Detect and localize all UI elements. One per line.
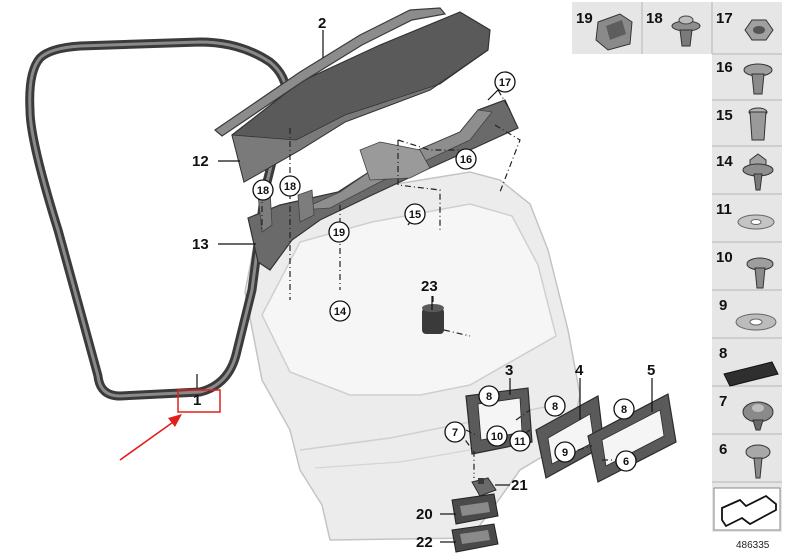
- svg-text:6: 6: [623, 456, 629, 468]
- flange-screw-icon: [746, 257, 774, 289]
- callout-13: 13: [192, 236, 209, 253]
- callout-20: 20: [416, 506, 433, 523]
- highlight-arrow-shaft: [119, 419, 177, 461]
- expanding-clip-icon: [671, 15, 701, 47]
- svg-text:18: 18: [257, 185, 269, 197]
- callout-3: 3: [505, 362, 513, 379]
- clip-nut-icon: [595, 13, 633, 51]
- callout-1: 1: [193, 392, 201, 409]
- panel-label-19: 19: [576, 10, 593, 27]
- panel-label-10: 10: [716, 249, 733, 266]
- highlight-arrowhead: [168, 414, 182, 427]
- circled-callout-8-c: 8: [613, 398, 635, 420]
- svg-text:10: 10: [491, 431, 503, 443]
- highlight-box: [177, 389, 221, 413]
- circled-callout-6: 6: [615, 450, 637, 472]
- callout-12: 12: [192, 153, 209, 170]
- foam-pad-icon: [723, 361, 779, 387]
- callout-labels: 2 12 13 1 23 3 4 5 21 20 22: [192, 15, 655, 551]
- svg-text:15: 15: [409, 209, 421, 221]
- torx-screw-icon: [743, 63, 773, 95]
- callout-5: 5: [647, 362, 655, 379]
- bracket-symbol-icon: [713, 487, 781, 531]
- svg-text:11: 11: [514, 436, 526, 448]
- seal-gasket: [25, 37, 292, 401]
- callout-22: 22: [416, 534, 433, 551]
- fastener-panel-column: [712, 54, 782, 532]
- washer-icon: [737, 214, 775, 230]
- panel-label-14: 14: [716, 153, 733, 170]
- panel-label-9: 9: [719, 297, 727, 314]
- guide-lines: [261, 89, 616, 478]
- callout-2: 2: [318, 15, 326, 32]
- hex-nut-icon: [744, 19, 774, 41]
- panel-label-15: 15: [716, 107, 733, 124]
- panel-label-18: 18: [646, 10, 663, 27]
- svg-text:14: 14: [334, 306, 347, 318]
- circled-callout-9: 9: [554, 441, 576, 463]
- svg-text:18: 18: [284, 181, 296, 193]
- svg-text:17: 17: [499, 77, 511, 89]
- svg-text:8: 8: [552, 401, 558, 413]
- callout-4: 4: [575, 362, 584, 379]
- svg-text:16: 16: [460, 154, 472, 166]
- circled-callout-8-b: 8: [544, 395, 566, 417]
- spoiler-strip: [214, 7, 447, 137]
- circled-callout-15: 15: [404, 203, 426, 225]
- panel-label-11: 11: [716, 201, 732, 218]
- panel-label-7: 7: [719, 393, 727, 410]
- oval-head-screw-icon: [745, 444, 771, 479]
- sealing-washer-icon: [735, 313, 777, 331]
- panel-label-17: 17: [716, 10, 733, 27]
- circled-callout-18-right: 18: [279, 175, 301, 197]
- callout-21: 21: [511, 477, 528, 494]
- panel-label-8: 8: [719, 345, 727, 362]
- lamp-holder-21: [471, 477, 497, 497]
- circled-callouts: 17 16 18 18 19 15 14 8: [252, 71, 637, 472]
- spoiler: [231, 11, 491, 183]
- svg-text:7: 7: [452, 427, 458, 439]
- bracket-cover: [247, 99, 519, 271]
- circled-callout-14: 14: [329, 300, 351, 322]
- circled-callout-11: 11: [509, 430, 531, 452]
- license-plate-base-5: [587, 393, 677, 483]
- circled-callout-7: 7: [444, 421, 466, 443]
- circled-callout-17: 17: [494, 71, 516, 93]
- svg-text:8: 8: [486, 391, 492, 403]
- svg-text:9: 9: [562, 447, 568, 459]
- svg-text:8: 8: [621, 404, 627, 416]
- circled-callout-16: 16: [455, 148, 477, 170]
- panel-label-6: 6: [719, 441, 727, 458]
- rubber-buffer: [422, 304, 444, 334]
- document-number: 486335: [736, 540, 770, 551]
- panel-label-16: 16: [716, 59, 733, 76]
- circled-callout-18-left: 18: [252, 179, 274, 201]
- expanding-rivet-icon: [742, 401, 774, 431]
- circled-callout-10: 10: [486, 425, 508, 447]
- svg-text:19: 19: [333, 227, 345, 239]
- plate-lamp-22: [451, 523, 499, 553]
- leader-lines: [196, 30, 653, 543]
- circled-callout-8-a: 8: [478, 385, 500, 407]
- plate-lamp-20: [451, 493, 499, 525]
- circled-callout-19: 19: [328, 221, 350, 243]
- collar-screw-icon: [742, 153, 774, 191]
- screw-sleeve-icon: [748, 107, 768, 141]
- fastener-panel: 19 18 17 16 15 14 11 10 9 8 7 6: [572, 2, 782, 532]
- callout-23: 23: [421, 278, 438, 295]
- highlight-annotation: [119, 389, 221, 461]
